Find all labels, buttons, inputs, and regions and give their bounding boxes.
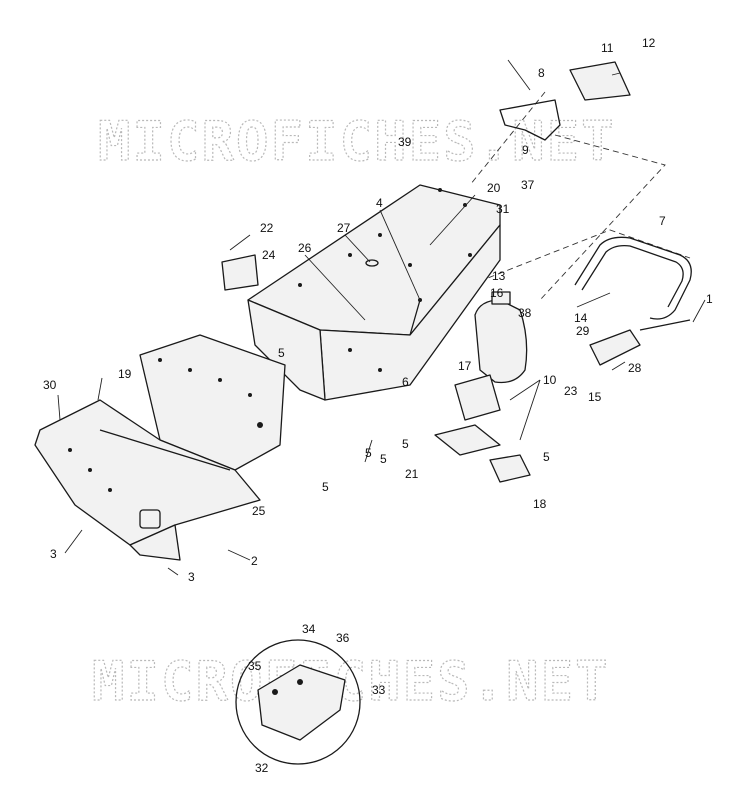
callout-3a: 3 <box>50 547 57 561</box>
callout-3b: 3 <box>188 570 195 584</box>
callout-5e: 5 <box>543 450 550 464</box>
detail-inset <box>235 639 361 765</box>
callout-7: 7 <box>659 214 666 228</box>
callout-32: 32 <box>255 761 269 775</box>
watermark-top: MICROFICHES.NET <box>98 110 616 173</box>
callout-29: 29 <box>576 324 590 338</box>
callout-30: 30 <box>43 378 57 392</box>
alignment-lines <box>469 91 691 301</box>
callout-19: 19 <box>118 367 132 381</box>
callout-33: 33 <box>372 683 386 697</box>
callout-9: 9 <box>522 143 529 157</box>
callout-31: 31 <box>496 202 510 216</box>
callout-14: 14 <box>574 311 588 325</box>
callout-22: 22 <box>260 221 274 235</box>
callout-21: 21 <box>405 467 419 481</box>
callout-4: 4 <box>376 196 383 210</box>
front-bulkhead <box>34 334 286 561</box>
rear-bumper-loop <box>574 236 692 331</box>
callout-1: 1 <box>706 292 713 306</box>
oil-tank <box>474 291 528 384</box>
callout-37: 37 <box>521 178 535 192</box>
callout-34: 34 <box>302 622 316 636</box>
callout-8: 8 <box>538 66 545 80</box>
callout-27: 27 <box>337 221 351 235</box>
callout-5a: 5 <box>278 346 285 360</box>
callout-5d: 5 <box>322 480 329 494</box>
callout-20: 20 <box>487 181 501 195</box>
side-bracket <box>221 254 259 291</box>
callout-10: 10 <box>543 373 557 387</box>
callout-15: 15 <box>588 390 602 404</box>
frame-tunnel <box>247 184 501 401</box>
callout-12: 12 <box>642 36 656 50</box>
leader-lines <box>57 59 706 576</box>
callout-28: 28 <box>628 361 642 375</box>
callout-2: 2 <box>251 554 258 568</box>
engine-mounts <box>434 329 641 483</box>
callout-18: 18 <box>533 497 547 511</box>
callout-35: 35 <box>248 659 262 673</box>
callout-11: 11 <box>601 41 614 55</box>
callout-5b: 5 <box>402 437 409 451</box>
callout-13: 13 <box>492 269 506 283</box>
watermark-bottom: MICROFICHES.NET <box>92 650 610 713</box>
callout-5f: 5 <box>380 452 387 466</box>
callout-38: 38 <box>518 306 532 320</box>
callout-16: 16 <box>490 286 504 300</box>
rear-bracket <box>499 61 631 141</box>
callout-39: 39 <box>398 135 412 149</box>
callout-25: 25 <box>252 504 266 518</box>
callout-36: 36 <box>336 631 350 645</box>
callout-17: 17 <box>458 359 472 373</box>
callout-23: 23 <box>564 384 578 398</box>
callout-24: 24 <box>262 248 276 262</box>
callout-6: 6 <box>402 375 409 389</box>
callout-labels: 1 2 3 3 4 5 5 5 5 5 5 6 7 8 9 10 11 12 1… <box>43 36 713 775</box>
callout-26: 26 <box>298 241 312 255</box>
callout-5c: 5 <box>365 446 372 460</box>
